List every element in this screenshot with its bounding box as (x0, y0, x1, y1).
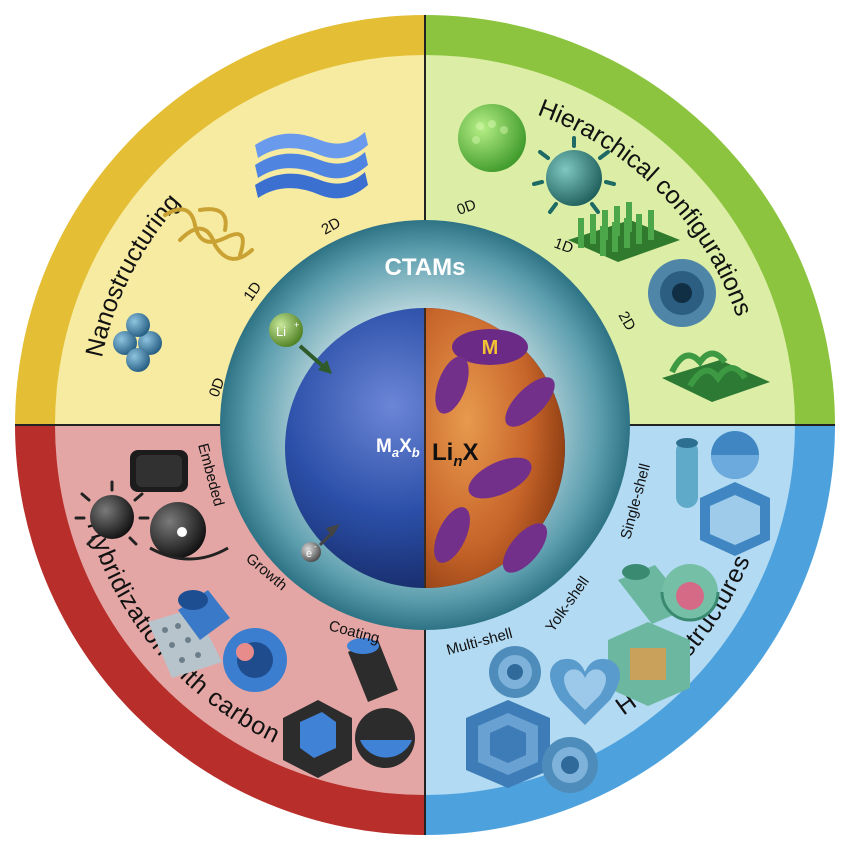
hollow-tube-icon (676, 438, 698, 508)
coated-cube-icon (283, 700, 352, 778)
coated-cylinder-icon (347, 638, 398, 702)
nanosheet-wall-icon (662, 350, 770, 402)
metal-label: M (482, 337, 499, 359)
nanoparticle-sphere-icon (458, 104, 526, 172)
multishell-sphere-large-icon (542, 737, 598, 793)
spiky-sphere-icon (74, 480, 150, 546)
carbon-block-icon (130, 450, 188, 492)
coated-hemisphere-icon (223, 628, 287, 692)
center-hub: CTAMs M MaXb LinX Li + (220, 220, 630, 630)
electron-icon: e - (301, 524, 340, 562)
nanoparticle-cluster-icon (113, 313, 162, 372)
hierarchical-label-1d: 1D (552, 235, 576, 258)
svg-text:+: + (294, 320, 299, 330)
core-shell-black-icon (149, 502, 229, 561)
multishell-sphere-icon (489, 646, 541, 698)
hierarchical-illustrations: 0D 1D 2D (455, 104, 770, 402)
nanosheet-icon (255, 132, 368, 199)
hollow-sphere-icon (711, 431, 759, 479)
svg-text:Li: Li (276, 324, 286, 339)
precursor-formula: MaXb (376, 436, 420, 460)
hierarchical-label-0d: 0D (455, 196, 479, 219)
coated-sphere-icon (355, 708, 415, 768)
lithium-ion-icon: Li + (269, 313, 332, 374)
yolk-sphere-icon (660, 564, 720, 622)
hybridization-illustrations: Embeded Growth Coating (74, 442, 415, 778)
svg-text:e: e (306, 548, 312, 560)
nanorod-array-icon (568, 202, 680, 262)
hub-title: CTAMs (385, 254, 466, 281)
fiber-ball-icon (648, 259, 716, 327)
lithiated-formula: LinX (432, 439, 479, 470)
urchin-sphere-icon (532, 136, 616, 214)
nanowire-icon (163, 207, 254, 261)
coated-rod-icon (178, 590, 230, 640)
metal-domains (434, 329, 555, 573)
yolk-cube-icon (608, 622, 690, 706)
multishell-heart-icon (550, 658, 620, 725)
svg-text:-: - (314, 542, 317, 551)
multishell-cube-icon (466, 700, 550, 788)
hollow-cube-icon (700, 482, 770, 556)
